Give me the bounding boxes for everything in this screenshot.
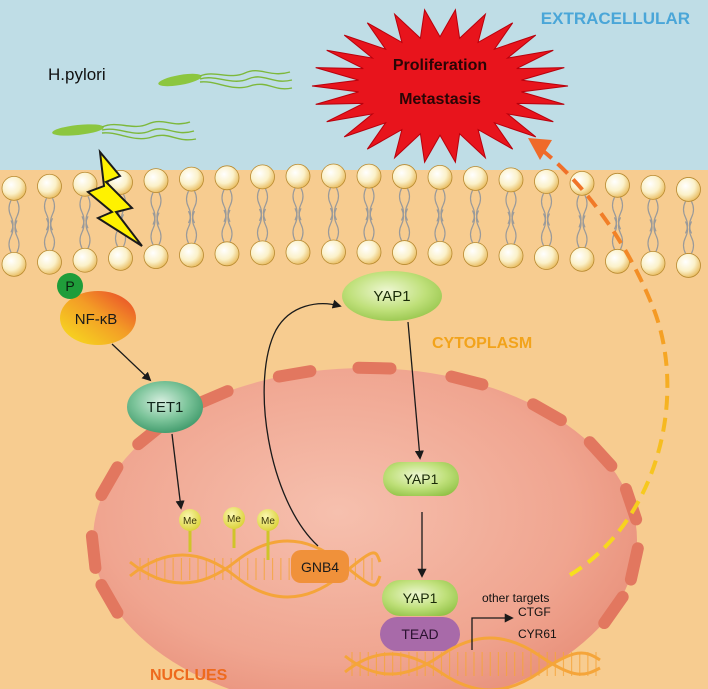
nucleus bbox=[85, 361, 644, 689]
yap1-cytoplasm-node bbox=[342, 271, 442, 321]
outcome-line1: Proliferation bbox=[393, 57, 487, 74]
transcription-arrow bbox=[471, 613, 514, 650]
yap1-nuclear-label: YAP1 bbox=[404, 471, 439, 487]
arrow-nfkb-to-tet1 bbox=[111, 343, 152, 382]
other-targets-label: other targets bbox=[482, 591, 549, 605]
yap1-complex-label: YAP1 bbox=[403, 590, 438, 606]
methyl-mark bbox=[223, 507, 245, 529]
phospho-label: P bbox=[65, 278, 74, 294]
tet1-node bbox=[127, 381, 203, 433]
methyl-label: Me bbox=[261, 516, 275, 527]
yap1-nuclear-node bbox=[383, 462, 459, 496]
cell-membrane bbox=[1, 163, 701, 278]
cytoplasm-label: CYTOPLASM bbox=[432, 335, 532, 352]
outcome-line2: Metastasis bbox=[399, 91, 481, 108]
arrow-yap1-into-nucleus bbox=[407, 321, 424, 460]
outcome-burst: Proliferation Metastasis bbox=[311, 8, 569, 164]
yap1-complex-node bbox=[382, 580, 458, 616]
lightning-bolt-icon bbox=[86, 148, 143, 247]
membrane-tails bbox=[8, 187, 695, 254]
nucleus-label: NUCLUES bbox=[150, 667, 228, 684]
gnb4-label: GNB4 bbox=[301, 559, 339, 575]
feedback-arrowhead bbox=[528, 138, 552, 160]
h-pylori-bacteria-icon bbox=[52, 70, 293, 141]
arrow-gnb4-to-yap1 bbox=[263, 299, 342, 547]
tet1-label: TET1 bbox=[147, 399, 184, 416]
phospho-node bbox=[57, 273, 83, 299]
extracellular-label: EXTRACELLULAR bbox=[541, 9, 690, 28]
methyl-mark bbox=[257, 509, 279, 531]
tead-node bbox=[380, 617, 460, 651]
methyl-label: Me bbox=[183, 516, 197, 527]
nfkb-label: NF-κB bbox=[75, 311, 118, 328]
nuclear-pores bbox=[85, 361, 644, 630]
nfkb-node bbox=[60, 291, 136, 345]
methylation-marks: Me Me Me bbox=[179, 507, 279, 560]
gnb4-node bbox=[291, 550, 349, 583]
tead-label: TEAD bbox=[401, 626, 438, 642]
membrane-beads bbox=[1, 163, 701, 278]
target-ctgf-label: CTGF bbox=[518, 605, 551, 619]
dna-helix-right bbox=[344, 636, 601, 689]
arrow-tet1-to-dna bbox=[171, 433, 185, 510]
methyl-label: Me bbox=[227, 514, 241, 525]
feedback-dashed-arrow bbox=[540, 148, 670, 577]
target-cyr61-label: CYR61 bbox=[518, 627, 557, 641]
h-pylori-label: H.pylori bbox=[48, 65, 106, 84]
methyl-mark bbox=[179, 509, 201, 531]
yap1-cytoplasm-label: YAP1 bbox=[373, 288, 410, 305]
